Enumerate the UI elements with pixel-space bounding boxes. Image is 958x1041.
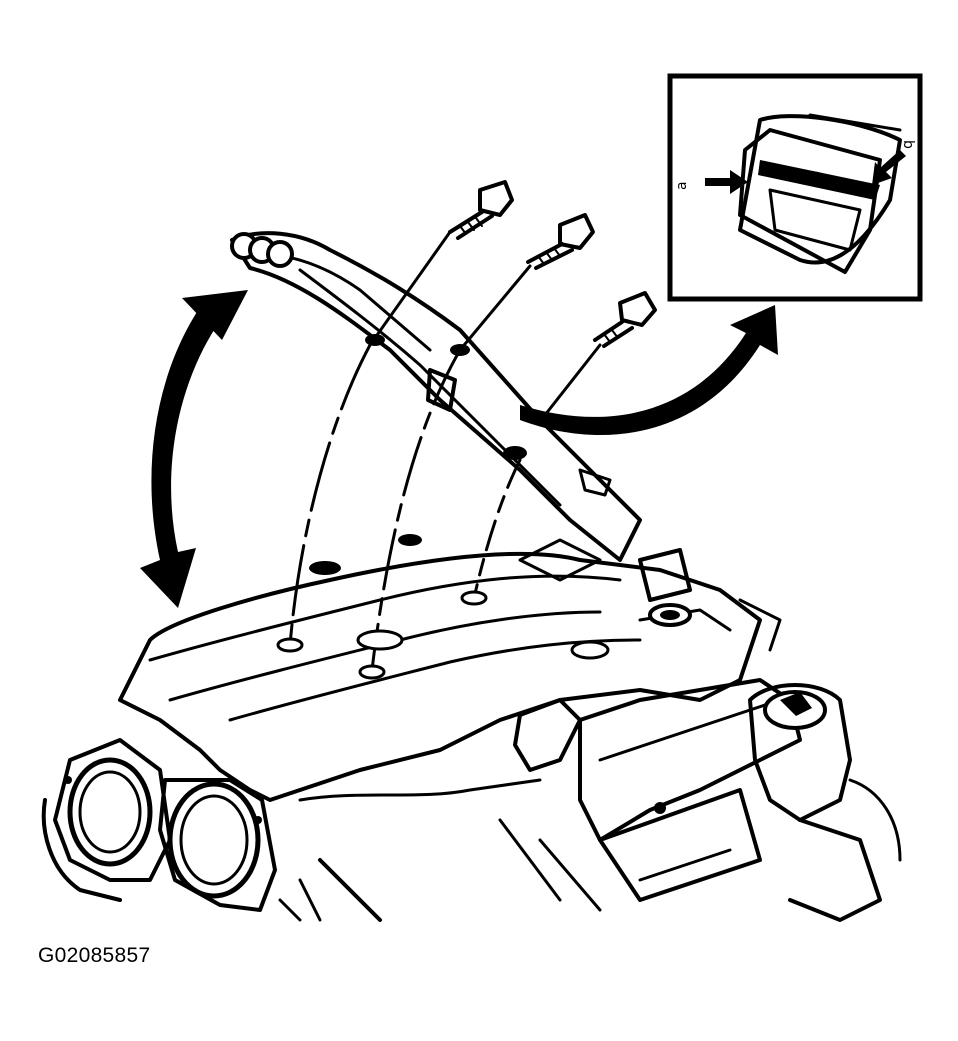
- inset-arrow-a-icon: [705, 170, 748, 194]
- inset-detail: a b: [667, 73, 923, 302]
- alignment-lines: [288, 230, 602, 672]
- curved-double-arrow-icon: [140, 290, 248, 608]
- inset-arrow-b-icon: [872, 150, 906, 185]
- throttle-body-flange: [41, 738, 277, 912]
- engine-right-side: [278, 548, 902, 922]
- fuel-rail-bracket: [230, 231, 642, 562]
- gasket-detail: [738, 113, 902, 274]
- intake-manifold: [118, 534, 762, 802]
- inset-label-b: b: [900, 140, 916, 149]
- inset-label-a: a: [674, 181, 690, 190]
- bolt-2: [526, 213, 595, 270]
- curved-arrow-icon: [520, 305, 778, 436]
- bolt-1: [448, 180, 514, 240]
- figure-code: G02085857: [38, 944, 151, 967]
- bolt-3: [593, 291, 657, 348]
